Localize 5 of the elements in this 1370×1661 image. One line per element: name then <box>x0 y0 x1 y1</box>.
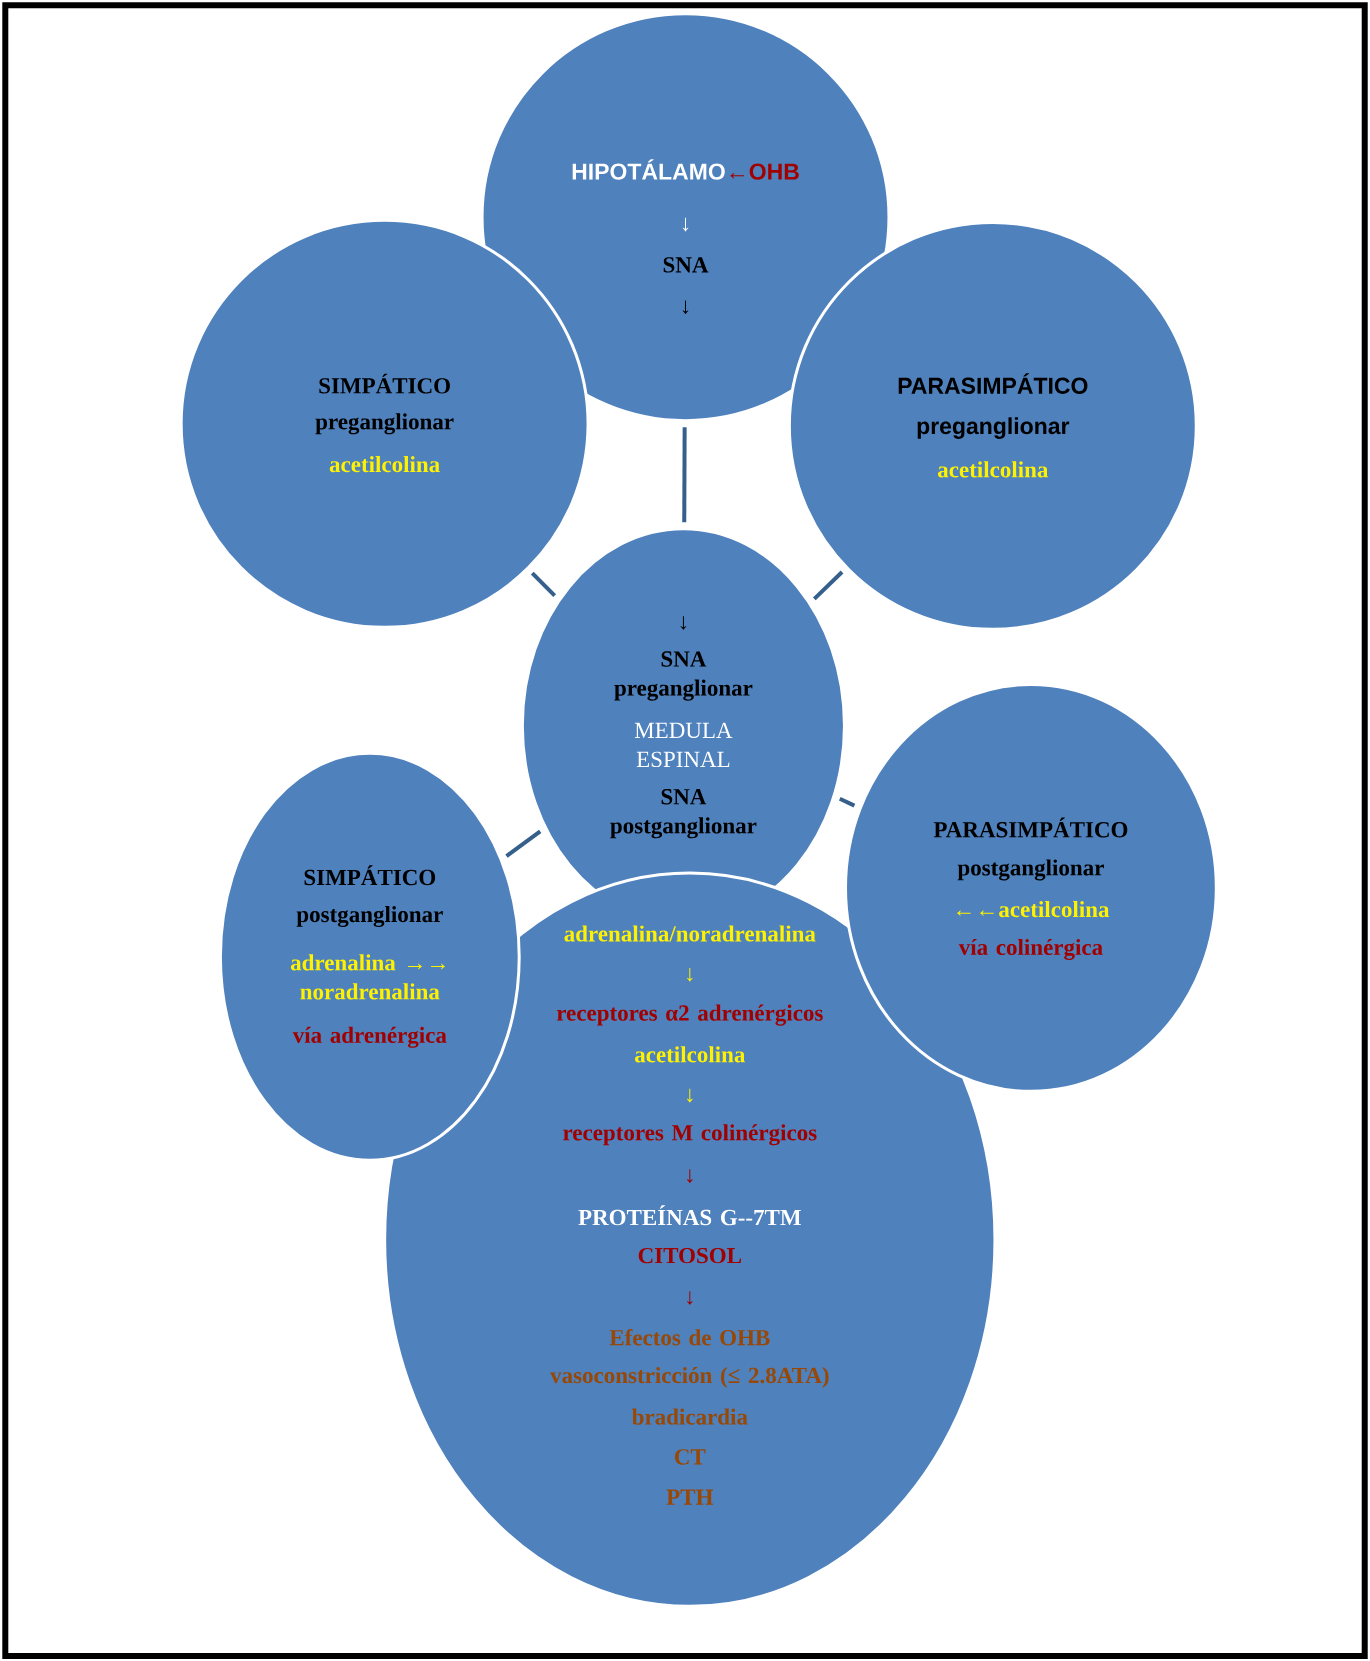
connector-line <box>812 570 844 601</box>
connector-line <box>682 427 687 523</box>
connector-line <box>505 829 542 858</box>
connector-line <box>838 796 856 808</box>
connector-line <box>530 571 557 598</box>
